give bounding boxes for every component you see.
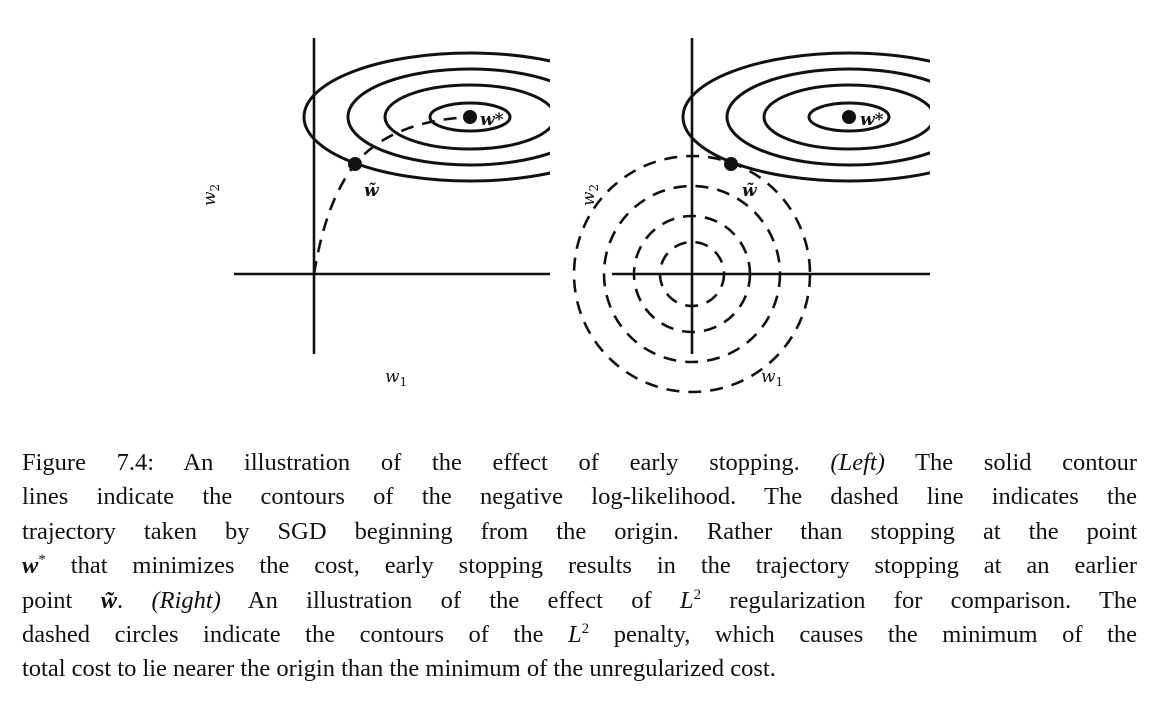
left-contour-1 (428, 101, 512, 133)
left-optimum-point (463, 110, 477, 124)
right-penalty-circle-1 (658, 240, 726, 308)
figure-number: Figure 7.4: (22, 449, 155, 476)
left-optimum-label: w* (480, 110, 504, 130)
right-contour-4 (681, 51, 930, 183)
caption-line-1: Figure 7.4: An illustration of the effec… (22, 449, 1138, 476)
right-contour-3 (725, 67, 930, 167)
right-y-axis-label: w2 (579, 184, 601, 206)
caption-line-6: dashed circles indicate the contours of … (22, 620, 1138, 649)
left-stop-label: w̃ (364, 181, 380, 201)
left-x-axis-label: w1 (385, 367, 407, 389)
right-penalty-circle-2 (632, 214, 752, 334)
right-panel: w* w̃ w1 w2 (572, 38, 930, 394)
right-x-axis-label: w1 (761, 367, 783, 389)
left-contour-2 (383, 83, 550, 151)
caption-line-4: w* that minimizes the cost, early stoppi… (22, 552, 1137, 580)
right-contour-2 (762, 83, 930, 151)
right-penalty-circle-4 (572, 154, 812, 394)
right-optimum-label: w* (860, 110, 884, 130)
left-contour-4 (302, 51, 550, 183)
right-contours (681, 51, 930, 183)
right-optimum-point (842, 110, 856, 124)
left-panel-ref: (Left) (830, 449, 885, 476)
caption-line-5: point w̃. (Right) An illustration of the… (22, 586, 1138, 614)
early-stopping-figure: w* w̃ w1 w2 w* w̃ w1 w2 (200, 38, 930, 394)
left-y-axis-label: w2 (200, 184, 222, 206)
right-contour-1 (807, 101, 891, 133)
left-sgd-trajectory (312, 115, 471, 275)
right-regularized-point (724, 157, 738, 171)
left-early-stop-point (348, 157, 362, 171)
right-penalty-circles (572, 154, 812, 394)
caption-line-7: total cost to lie nearer the origin than… (22, 655, 776, 683)
right-panel-ref: (Right) (151, 586, 221, 614)
caption-line-3: trajectory taken by SGD beginning from t… (22, 517, 1137, 545)
left-panel: w* w̃ w1 w2 (200, 38, 550, 389)
right-stop-label: w̃ (742, 181, 758, 201)
figure-caption: Figure 7.4: An illustration of the effec… (22, 446, 1137, 687)
right-penalty-circle-3 (602, 184, 782, 364)
caption-line-2: lines indicate the contours of the negat… (22, 483, 1137, 511)
left-contours (302, 51, 550, 183)
left-contour-3 (346, 67, 550, 167)
